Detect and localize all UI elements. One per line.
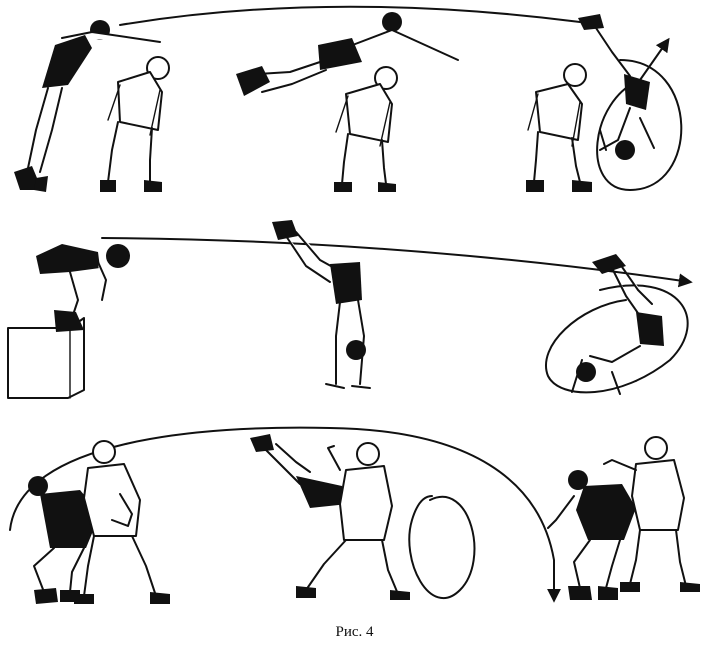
panel-throw-entry (28, 440, 170, 604)
figure-caption: Рис. 4 (335, 624, 374, 640)
row-1 (14, 5, 683, 192)
rotation-loop-row-2 (545, 284, 689, 394)
rotation-loop-row-1 (596, 37, 683, 191)
trajectory-arc-row-1 (119, 5, 581, 26)
panel-throw-lift (250, 434, 410, 600)
panel-throw-finish (547, 436, 700, 600)
rotation-loop-row-3 (408, 495, 476, 599)
row-3 (9, 426, 700, 604)
trajectory-arc-row-3 (9, 426, 561, 603)
panel-vault-run-up (14, 20, 170, 192)
panel-handstand (272, 220, 371, 389)
row-2 (7, 220, 693, 399)
panel-jump-from-box (7, 244, 130, 399)
panel-vault-flight-over-partner (236, 12, 459, 192)
exercise-illustration (7, 5, 700, 604)
panel-roll-out (545, 254, 689, 395)
panel-forward-roll-landing (526, 14, 683, 192)
